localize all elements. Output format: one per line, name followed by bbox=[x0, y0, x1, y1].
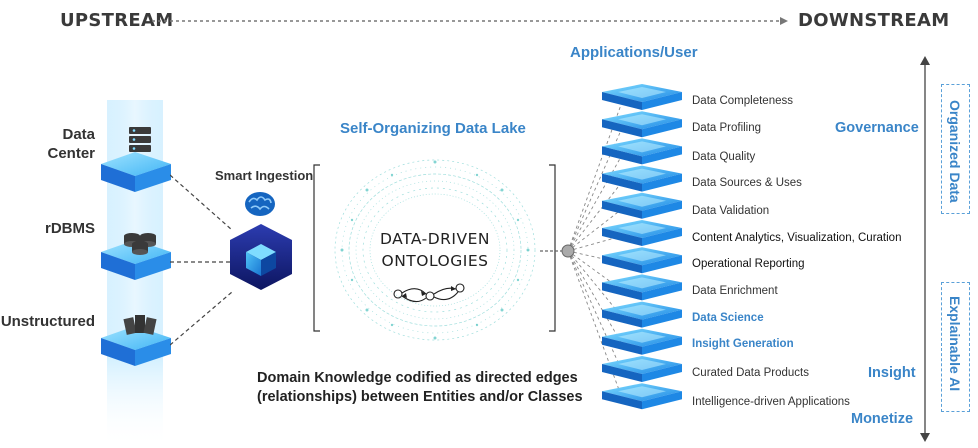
source-label-rdbms: rDBMS bbox=[44, 220, 95, 237]
application-tile bbox=[602, 192, 682, 219]
directed-graph-icon bbox=[393, 283, 465, 303]
fanout-connectors bbox=[540, 101, 623, 399]
applications-title: Applications/User bbox=[570, 44, 698, 61]
explainable-ai-label: Explainable AI bbox=[947, 296, 963, 392]
organized-data-label: Organized Data bbox=[947, 100, 963, 203]
database-stack-icon bbox=[124, 233, 156, 255]
upstream-downstream-arrow bbox=[152, 17, 788, 25]
application-tile bbox=[602, 247, 682, 274]
explainable-ai-box bbox=[941, 282, 970, 412]
application-tile bbox=[602, 84, 682, 110]
source-label-unstructured: Unstructured bbox=[0, 313, 95, 330]
source-label-data-center: Data Center bbox=[47, 126, 95, 162]
app-item-data-profiling: Data Profiling bbox=[692, 122, 762, 134]
downstream-label: DOWNSTREAM bbox=[798, 10, 950, 31]
application-tile bbox=[602, 356, 682, 382]
upstream-label: UPSTREAM bbox=[60, 10, 174, 31]
organized-data-box bbox=[941, 84, 970, 214]
source-to-ingestion-connectors bbox=[170, 174, 233, 346]
documents-icon bbox=[123, 315, 157, 335]
application-tile bbox=[602, 328, 682, 355]
lake-caption: Domain Knowledge codified as directed ed… bbox=[257, 370, 583, 405]
lake-brackets bbox=[313, 164, 556, 332]
lake-network-ring bbox=[334, 159, 536, 341]
brain-icon bbox=[245, 192, 275, 216]
app-item-content-analytics: Content Analytics, Visualization, Curati… bbox=[692, 232, 902, 244]
app-item-data-enrichment: Data Enrichment bbox=[692, 285, 778, 297]
category-insight: Insight bbox=[868, 365, 916, 381]
app-item-data-science: Data Science bbox=[692, 312, 764, 324]
vertical-double-arrow bbox=[920, 56, 930, 442]
app-item-data-completeness: Data Completeness bbox=[692, 95, 793, 107]
app-item-intelligence-driven-apps: Intelligence-driven Applications bbox=[692, 396, 850, 408]
category-governance: Governance bbox=[835, 120, 919, 136]
application-tile-stack bbox=[602, 84, 682, 410]
app-item-insight-generation: Insight Generation bbox=[692, 338, 794, 350]
application-tile bbox=[602, 111, 682, 138]
app-item-data-quality: Data Quality bbox=[692, 151, 756, 163]
application-tile bbox=[602, 301, 682, 328]
app-item-operational-reporting: Operational Reporting bbox=[692, 258, 805, 270]
ingestion-label: Smart Ingestion bbox=[215, 168, 314, 183]
server-rack-icon bbox=[129, 127, 151, 152]
application-tile bbox=[602, 274, 682, 301]
app-item-data-validation: Data Validation bbox=[692, 205, 770, 217]
source-stack-graphic bbox=[101, 100, 171, 448]
application-tile bbox=[602, 383, 682, 410]
lake-center-label: DATA-DRIVEN ONTOLOGIES bbox=[380, 230, 490, 270]
app-item-curated-data-products: Curated Data Products bbox=[692, 367, 809, 379]
application-tile bbox=[602, 220, 682, 246]
application-tile bbox=[602, 138, 682, 165]
lake-title: Self-Organizing Data Lake bbox=[340, 120, 526, 137]
application-tile bbox=[602, 165, 682, 192]
app-item-data-sources-uses: Data Sources & Uses bbox=[692, 177, 802, 189]
category-monetize: Monetize bbox=[851, 411, 914, 427]
ingestion-cube bbox=[230, 224, 292, 290]
